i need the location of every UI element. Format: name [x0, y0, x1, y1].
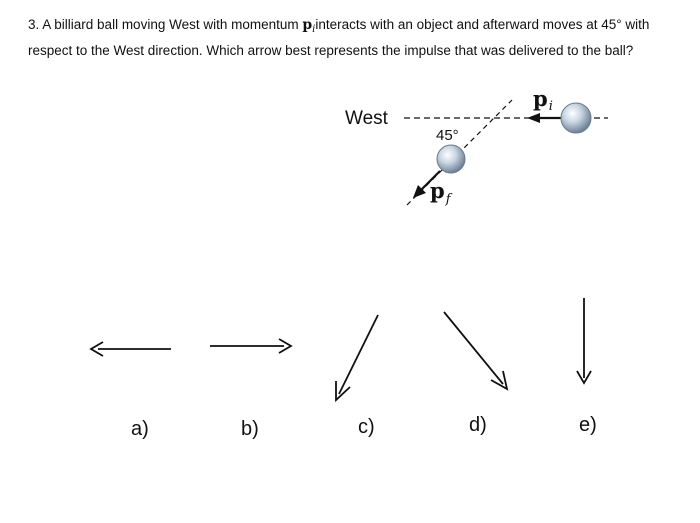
- initial-momentum-label: pi: [533, 86, 553, 114]
- question-text-after: interacts with an object and afterward m…: [28, 17, 650, 58]
- final-momentum-symbol: p: [430, 178, 445, 203]
- question-text-before: A billiard ball moving West with momentu…: [39, 17, 303, 32]
- question-text: 3. A billiard ball moving West with mome…: [28, 14, 678, 61]
- initial-momentum-subscript: i: [549, 99, 553, 114]
- momentum-symbol: p: [302, 17, 313, 33]
- final-momentum-arrowhead: [413, 185, 426, 198]
- initial-momentum-symbol: p: [533, 86, 548, 111]
- choice-d-arrow: [443, 311, 504, 385]
- choice-e-arrowhead: [576, 370, 592, 385]
- final-ball: [436, 144, 466, 174]
- initial-ball: [560, 102, 592, 134]
- choice-b-arrowhead: [278, 338, 293, 354]
- final-momentum-subscript: f: [445, 192, 453, 207]
- choice-d-arrowhead: [490, 370, 509, 391]
- choice-a-label[interactable]: a): [131, 418, 149, 440]
- question-number: 3.: [28, 17, 40, 32]
- angle-label: 45°: [436, 127, 459, 144]
- initial-subscript: i: [312, 24, 316, 35]
- choice-c-label[interactable]: c): [358, 416, 375, 438]
- choice-c-arrow: [338, 314, 379, 395]
- west-label: West: [345, 108, 389, 129]
- initial-momentum-arrowhead: [527, 113, 540, 123]
- choice-b-label[interactable]: b): [241, 418, 259, 440]
- choice-c-arrowhead: [335, 381, 351, 403]
- choice-d-label[interactable]: d): [469, 414, 487, 436]
- final-momentum-arrow: [420, 170, 441, 191]
- final-momentum-label: pf: [430, 178, 453, 207]
- choice-e-label[interactable]: e): [579, 414, 597, 436]
- choice-a-arrowhead: [89, 341, 104, 357]
